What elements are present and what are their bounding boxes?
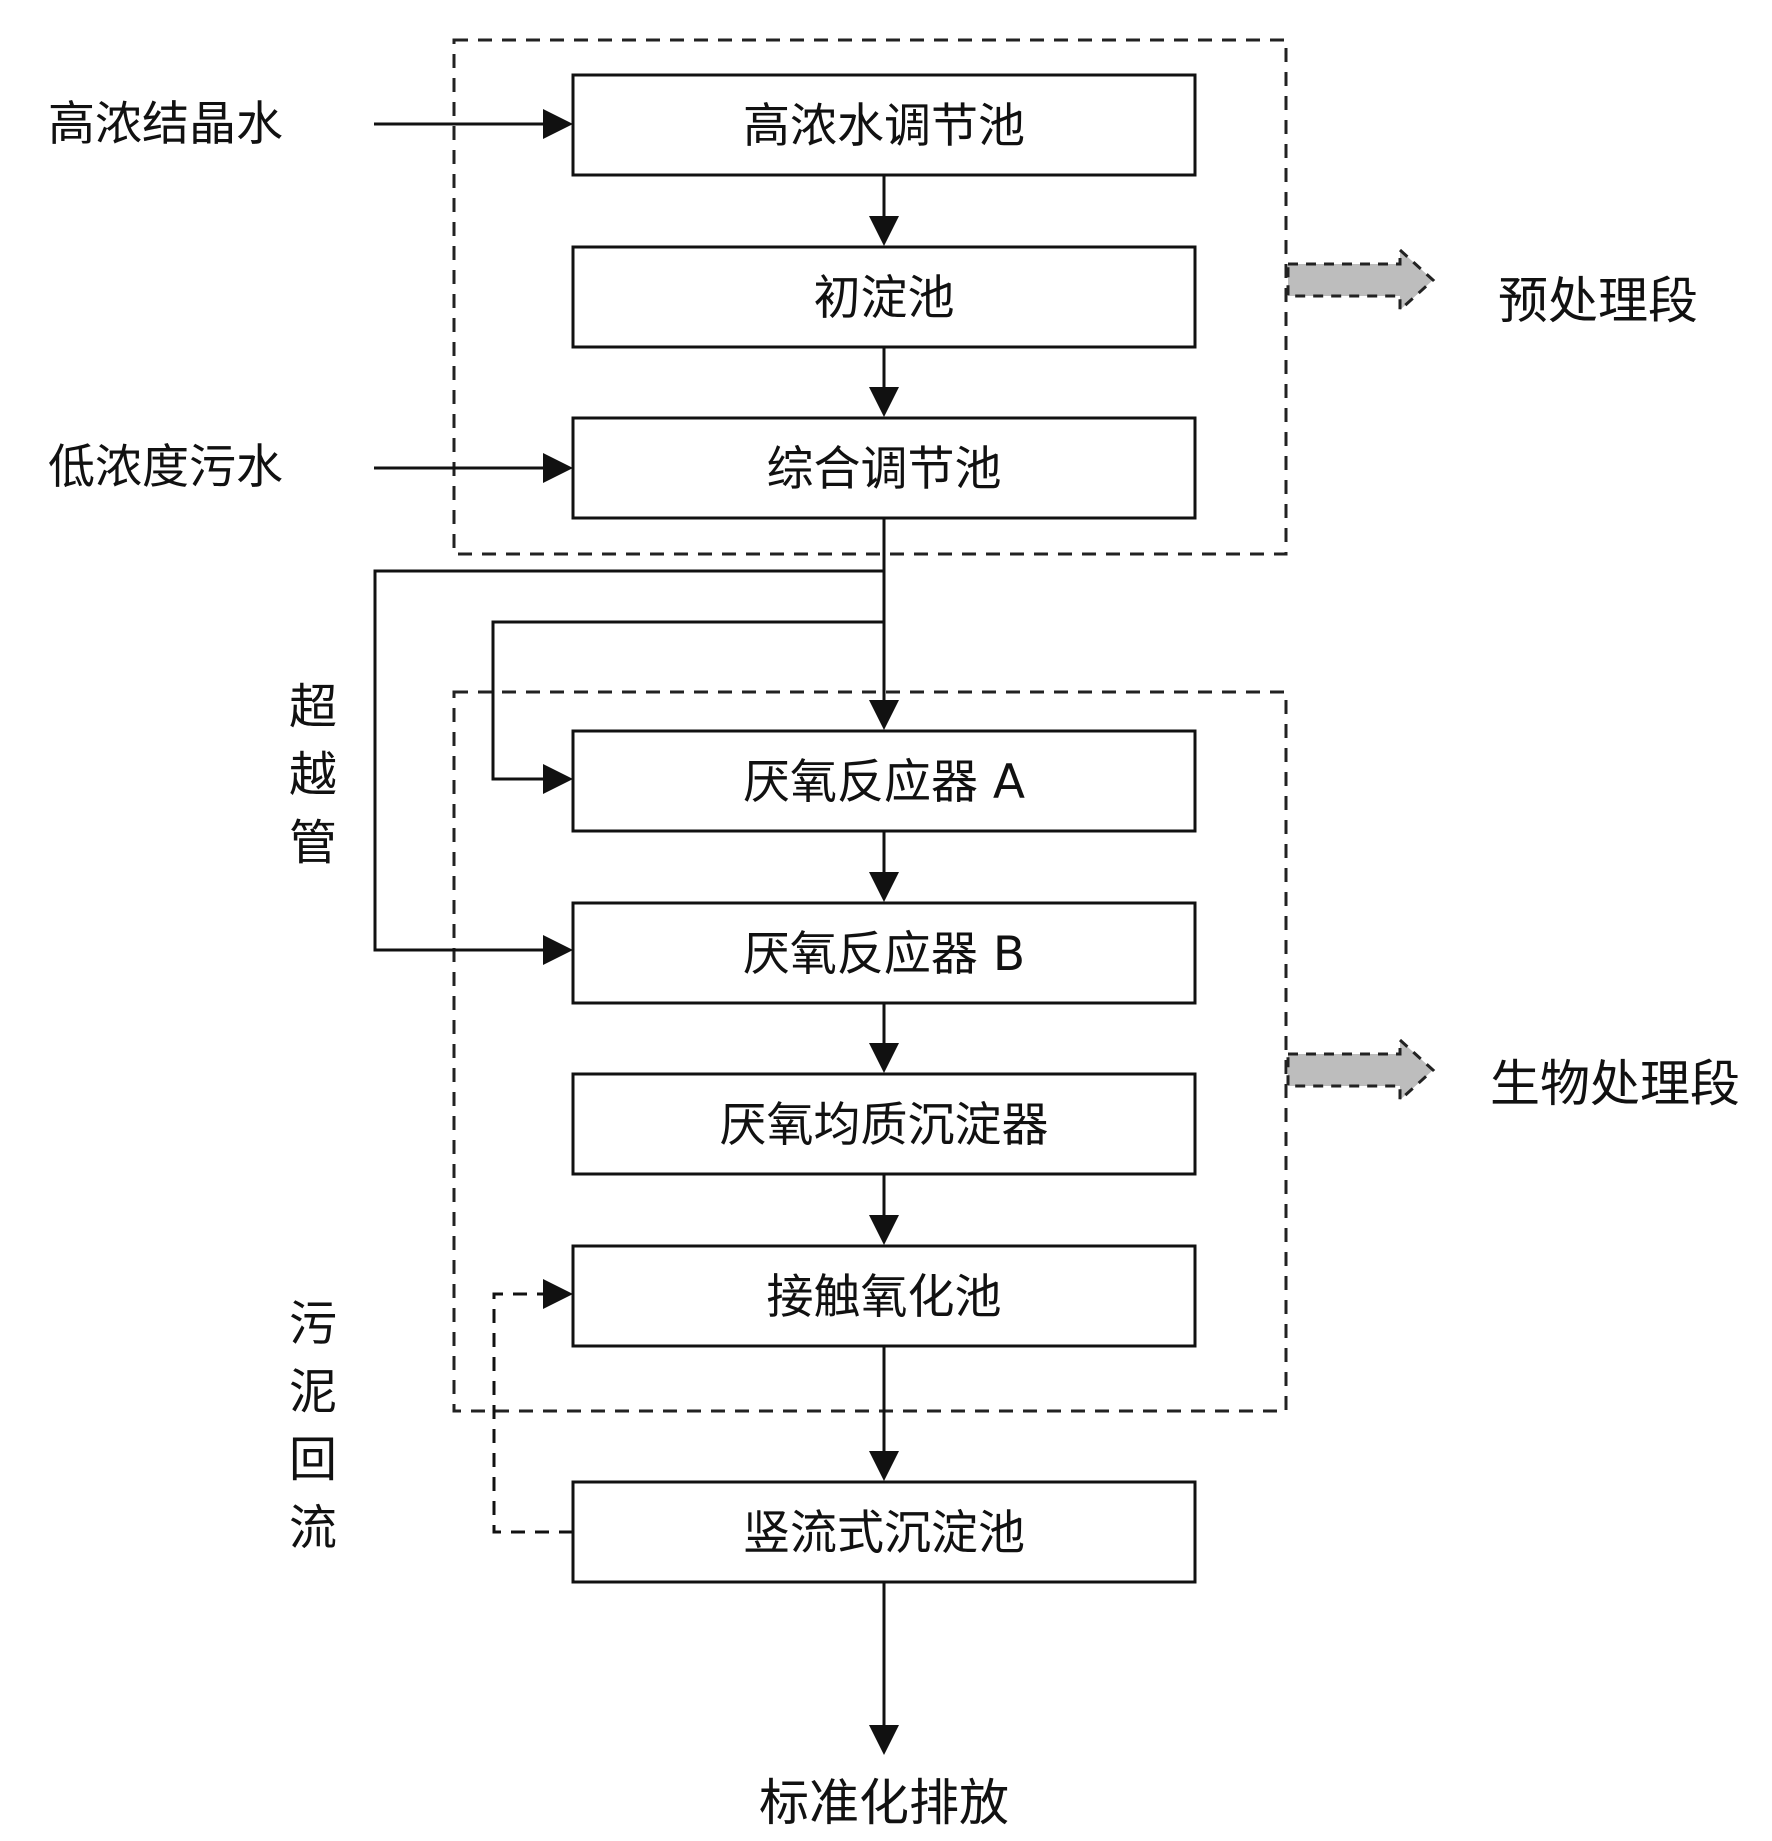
- sludge-return-char: 泥: [289, 1364, 337, 1420]
- sludge-return-line: [492, 1279, 573, 1534]
- sludge-return-char: 回: [289, 1432, 337, 1488]
- box-contact-oxidation-label: 接触氧化池: [767, 1270, 1002, 1325]
- stage-arrow-biological: [1286, 1036, 1436, 1104]
- box-vertical-settling-label: 竖流式沉淀池: [743, 1506, 1025, 1561]
- box-contact-oxidation: 接触氧化池: [571, 1244, 1197, 1348]
- bypass-line-to-reactor-b: [373, 569, 884, 965]
- box-homogen-settler-label: 厌氧均质沉淀器: [720, 1098, 1049, 1153]
- box-high-conc-tank-label: 高浓水调节池: [743, 99, 1025, 154]
- sludge-return-label: 污 泥 回 流: [289, 1296, 337, 1556]
- bypass-pipe-label: 超 越 管: [289, 679, 337, 871]
- box-homogen-settler: 厌氧均质沉淀器: [571, 1072, 1197, 1176]
- box-combined-tank-label: 综合调节池: [767, 442, 1002, 497]
- box-vertical-settling: 竖流式沉淀池: [571, 1480, 1197, 1584]
- box-primary-settling: 初淀池: [571, 245, 1197, 349]
- box-high-conc-tank: 高浓水调节池: [571, 73, 1197, 177]
- sludge-return-char: 流: [289, 1500, 337, 1556]
- stage-arrow-pretreatment: [1286, 246, 1436, 314]
- box-combined-tank: 综合调节池: [571, 416, 1197, 520]
- bypass-pipe-char: 超: [289, 679, 337, 735]
- bypass-pipe-char: 管: [289, 815, 337, 871]
- box-reactor-a-label: 厌氧反应器 A: [743, 755, 1025, 810]
- bypass-pipe-char: 越: [289, 747, 337, 803]
- box-primary-settling-label: 初淀池: [814, 271, 955, 326]
- input-low-conc-water-label: 低浓度污水: [48, 440, 283, 495]
- output-discharge-label: 标准化排放: [759, 1774, 1009, 1832]
- stage-label-biological: 生物处理段: [1490, 1055, 1740, 1113]
- box-reactor-a: 厌氧反应器 A: [571, 729, 1197, 833]
- stage-label-pretreatment: 预处理段: [1498, 272, 1698, 330]
- box-reactor-b-label: 厌氧反应器 B: [743, 927, 1025, 982]
- input-high-conc-water-label: 高浓结晶水: [48, 97, 283, 152]
- pretreatment-stage-boundary: [452, 38, 1288, 556]
- box-reactor-b: 厌氧反应器 B: [571, 901, 1197, 1005]
- biological-stage-boundary: [452, 690, 1288, 1413]
- sludge-return-char: 污: [289, 1296, 337, 1352]
- bypass-line-to-reactor-a: [491, 620, 884, 794]
